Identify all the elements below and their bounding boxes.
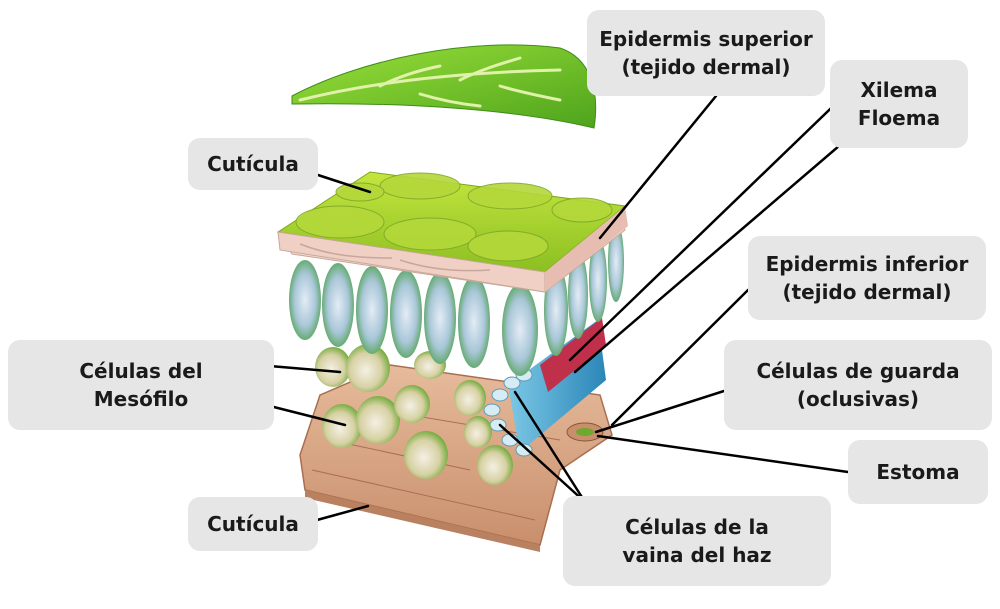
label-cuticula-bottom: Cutícula bbox=[188, 497, 318, 551]
label-epidermis-inferior: Epidermis inferior (tejido dermal) bbox=[748, 236, 986, 320]
leader-xilema bbox=[568, 84, 856, 362]
leader-vaina-1 bbox=[498, 423, 587, 504]
leader-epidermis-superior bbox=[598, 94, 718, 240]
label-epidermis-superior: Epidermis superior (tejido dermal) bbox=[587, 10, 825, 96]
leaf-illustration bbox=[291, 44, 597, 129]
palisade-cells bbox=[289, 222, 624, 376]
leader-floema bbox=[573, 126, 862, 374]
label-floema: Floema bbox=[857, 106, 941, 130]
leader-cuticula-top bbox=[316, 173, 372, 194]
label-guarda: Células de guarda (oclusivas) bbox=[724, 340, 992, 430]
leader-vaina-2 bbox=[513, 390, 587, 504]
label-xilema: Xilema bbox=[860, 78, 938, 102]
spongy-mesophyll bbox=[315, 344, 513, 485]
label-cuticula-top: Cutícula bbox=[188, 138, 318, 190]
label-xilema-floema: Xilema Floema bbox=[830, 60, 968, 148]
upper-epidermis-block bbox=[276, 171, 628, 293]
leader-estoma bbox=[596, 434, 850, 474]
label-vaina: Células de la vaina del haz bbox=[563, 496, 831, 586]
label-estoma: Estoma bbox=[848, 440, 988, 504]
leader-epidermis-inferior bbox=[610, 288, 750, 427]
label-mesofilo: Células del Mesófilo bbox=[8, 340, 274, 430]
leader-cuticula-bottom bbox=[315, 504, 370, 522]
